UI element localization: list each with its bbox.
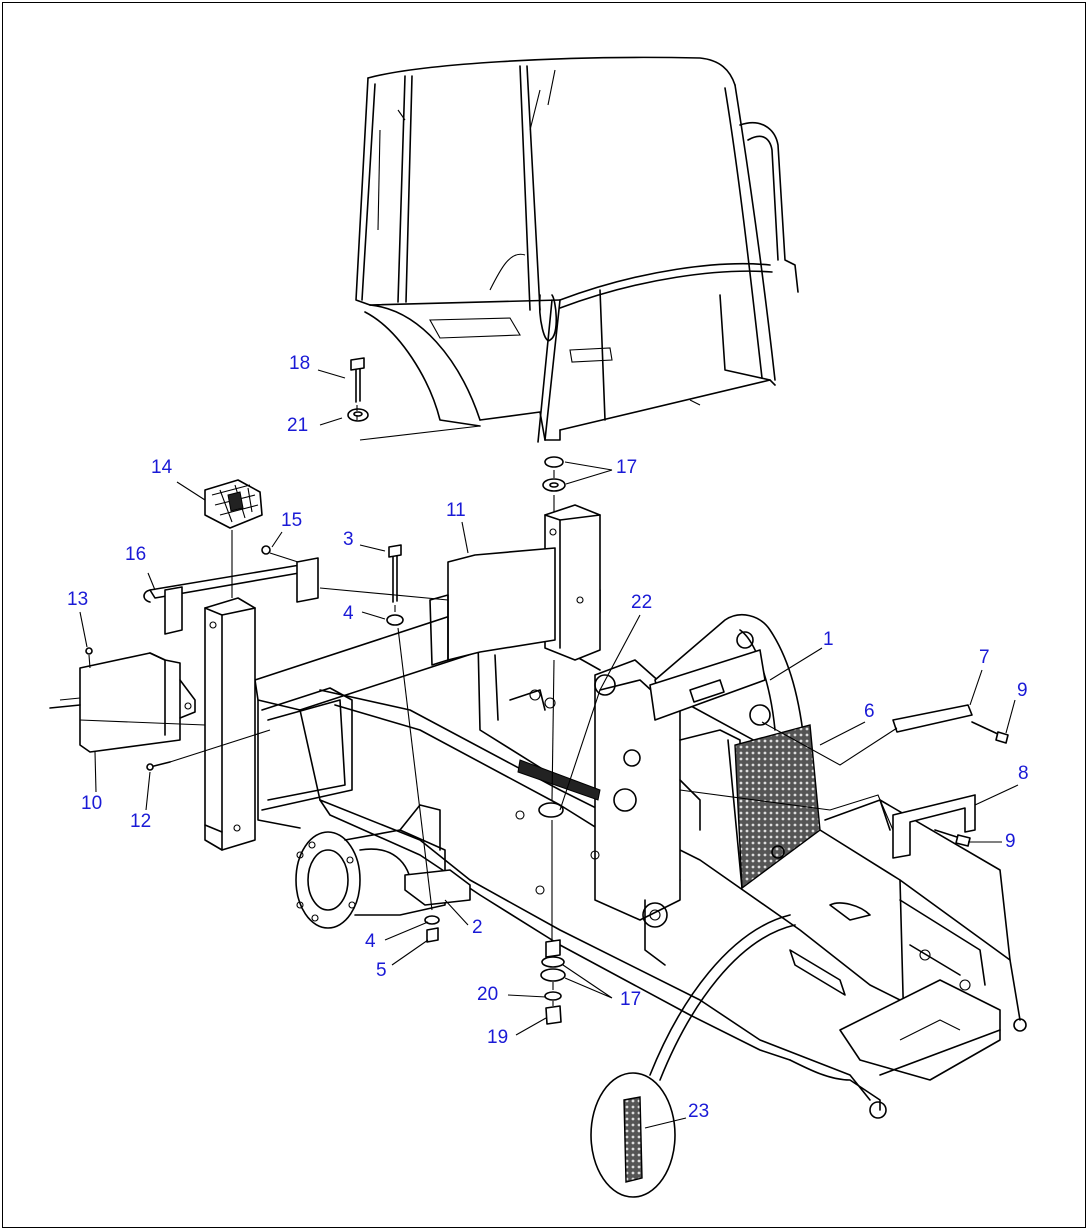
rear-pillar bbox=[204, 597, 256, 851]
callout-19: 19 bbox=[487, 1027, 509, 1048]
bracket-16 bbox=[143, 557, 319, 635]
callout-5: 5 bbox=[376, 960, 387, 981]
callout-23: 23 bbox=[688, 1101, 710, 1122]
callout-13: 13 bbox=[67, 589, 89, 610]
leader-lines bbox=[79, 369, 1019, 1129]
callout-9-lower: 9 bbox=[1005, 831, 1016, 852]
callout-15: 15 bbox=[281, 510, 303, 531]
seal-detail-23 bbox=[590, 914, 796, 1198]
callout-12: 12 bbox=[130, 811, 152, 832]
callout-17-lower: 17 bbox=[620, 989, 642, 1010]
callout-14: 14 bbox=[151, 457, 173, 478]
assembly-lines bbox=[59, 405, 898, 1006]
main-frame bbox=[254, 579, 1027, 1119]
front-pillar bbox=[544, 504, 601, 661]
mesh-grille-6 bbox=[727, 724, 821, 890]
callout-18: 18 bbox=[289, 353, 311, 374]
damper-14 bbox=[204, 479, 263, 529]
fasteners bbox=[85, 357, 1009, 1025]
callout-1: 1 bbox=[823, 629, 834, 650]
callout-20: 20 bbox=[477, 984, 499, 1005]
callout-4-upper: 4 bbox=[343, 603, 354, 624]
cab bbox=[355, 56, 799, 443]
strip-7 bbox=[892, 704, 973, 733]
callout-7: 7 bbox=[979, 647, 990, 668]
callout-10: 10 bbox=[81, 793, 103, 814]
callout-21: 21 bbox=[287, 415, 309, 436]
callout-6: 6 bbox=[864, 701, 875, 722]
cover-10 bbox=[49, 652, 196, 753]
callout-9-upper: 9 bbox=[1017, 680, 1028, 701]
callout-16: 16 bbox=[125, 544, 147, 565]
callout-17-upper: 17 bbox=[616, 457, 638, 478]
callout-3: 3 bbox=[343, 529, 354, 550]
callout-8: 8 bbox=[1018, 763, 1029, 784]
rear-axle bbox=[295, 804, 471, 929]
bracket-8 bbox=[892, 794, 976, 859]
panel-11 bbox=[447, 547, 556, 661]
callout-22: 22 bbox=[631, 592, 653, 613]
callout-2: 2 bbox=[472, 917, 483, 938]
callout-4-lower: 4 bbox=[365, 931, 376, 952]
callout-11: 11 bbox=[446, 500, 466, 521]
